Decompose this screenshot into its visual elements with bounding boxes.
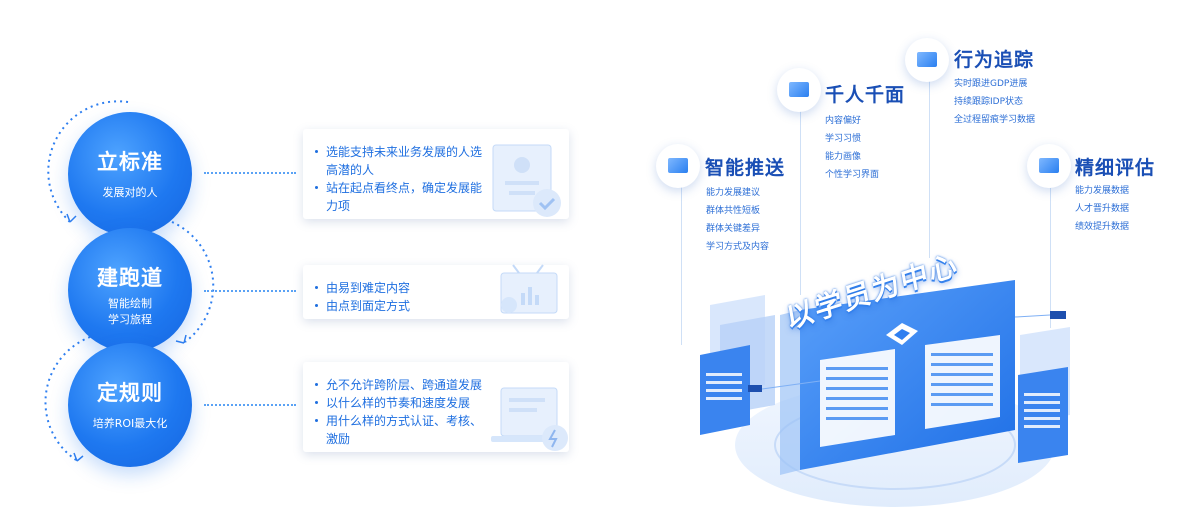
feature-item: 内容偏好 bbox=[825, 116, 862, 126]
step-title: 立标准 bbox=[97, 150, 163, 174]
info-card-runway: 由易到难定内容 由点到面定方式 bbox=[303, 264, 569, 319]
feature-title: 精细评估 bbox=[1075, 157, 1156, 179]
step-circle-runway: 建跑道 智能绘制 学习旅程 bbox=[68, 228, 192, 352]
feature-item: 能力画像 bbox=[825, 152, 862, 162]
feature-item: 群体关键差异 bbox=[706, 224, 761, 234]
info-card-standard: 选能支持未来业务发展的人选高潜的人 站在起点看终点，确定发展能力项 bbox=[303, 129, 569, 219]
step-subtitle: 培养ROI最大化 bbox=[92, 417, 168, 430]
feature-item: 全过程留痕学习数据 bbox=[954, 115, 1036, 125]
step-subtitle-line: 智能绘制 bbox=[108, 297, 152, 310]
tracking-icon bbox=[905, 38, 949, 82]
step-subtitle: 发展对的人 bbox=[102, 186, 158, 199]
feature-item: 能力发展建议 bbox=[706, 188, 761, 198]
feature-item: 个性学习界面 bbox=[825, 170, 880, 180]
certificate-icon bbox=[492, 144, 561, 217]
feature-connector-line bbox=[1050, 188, 1051, 328]
step-subtitle-line: 学习旅程 bbox=[108, 313, 152, 326]
card-bullet: 以什么样的节奏和速度发展 bbox=[315, 394, 490, 412]
feature-connector-line bbox=[929, 78, 930, 258]
connector-line bbox=[204, 290, 296, 292]
feature-connector-line bbox=[681, 185, 682, 345]
step-circle-rules: 定规则 培养ROI最大化 bbox=[68, 343, 192, 467]
info-card-rules: 允不允许跨阶层、跨通道发展 以什么样的节奏和速度发展 用什么样的方式认证、考核、… bbox=[303, 362, 569, 452]
card-bullet: 用什么样的方式认证、考核、激励 bbox=[315, 412, 490, 448]
feature-item: 学习习惯 bbox=[825, 134, 862, 144]
monitor-icon bbox=[656, 144, 700, 188]
card-bullet: 选能支持未来业务发展的人选高潜的人 bbox=[315, 143, 490, 179]
feature-title: 智能推送 bbox=[705, 157, 786, 179]
feature-item: 绩效提升数据 bbox=[1075, 222, 1130, 232]
feature-title: 千人千面 bbox=[825, 84, 906, 106]
feature-list: 能力发展建议 群体共性短板 群体关键差异 学习方式及内容 bbox=[706, 184, 769, 256]
feature-list: 实时跟进GDP进展 持续跟踪IDP状态 全过程留痕学习数据 bbox=[954, 75, 1035, 129]
feature-list: 内容偏好 学习习惯 能力画像 个性学习界面 bbox=[825, 112, 879, 184]
feature-item: 实时跟进GDP进展 bbox=[954, 79, 1028, 89]
feature-connector-line bbox=[800, 110, 801, 295]
folder-icon bbox=[777, 68, 821, 112]
connector-line bbox=[204, 404, 296, 406]
feature-item: 学习方式及内容 bbox=[706, 242, 770, 252]
chart-board-icon bbox=[500, 264, 558, 314]
connector-line bbox=[204, 172, 296, 174]
feature-item: 群体共性短板 bbox=[706, 206, 761, 216]
feature-list: 能力发展数据 人才晋升数据 绩效提升数据 bbox=[1075, 182, 1129, 236]
step-subtitle: 智能绘制 学习旅程 bbox=[68, 296, 192, 328]
step-title: 定规则 bbox=[97, 381, 163, 405]
step-title: 建跑道 bbox=[97, 266, 163, 290]
card-bullet: 站在起点看终点，确定发展能力项 bbox=[315, 179, 490, 215]
card-bullet: 允不允许跨阶层、跨通道发展 bbox=[315, 376, 490, 394]
card-bullet: 由易到难定内容 bbox=[315, 279, 490, 297]
card-bullet: 由点到面定方式 bbox=[315, 297, 490, 315]
feature-title: 行为追踪 bbox=[954, 49, 1035, 71]
feature-item: 人才晋升数据 bbox=[1075, 204, 1130, 214]
feature-item: 能力发展数据 bbox=[1075, 186, 1130, 196]
central-platform-illustration bbox=[700, 280, 1070, 507]
laptop-icon bbox=[491, 387, 568, 451]
chart-check-icon bbox=[1027, 144, 1071, 188]
feature-item: 持续跟踪IDP状态 bbox=[954, 97, 1024, 107]
step-circle-standard: 立标准 发展对的人 bbox=[68, 112, 192, 236]
